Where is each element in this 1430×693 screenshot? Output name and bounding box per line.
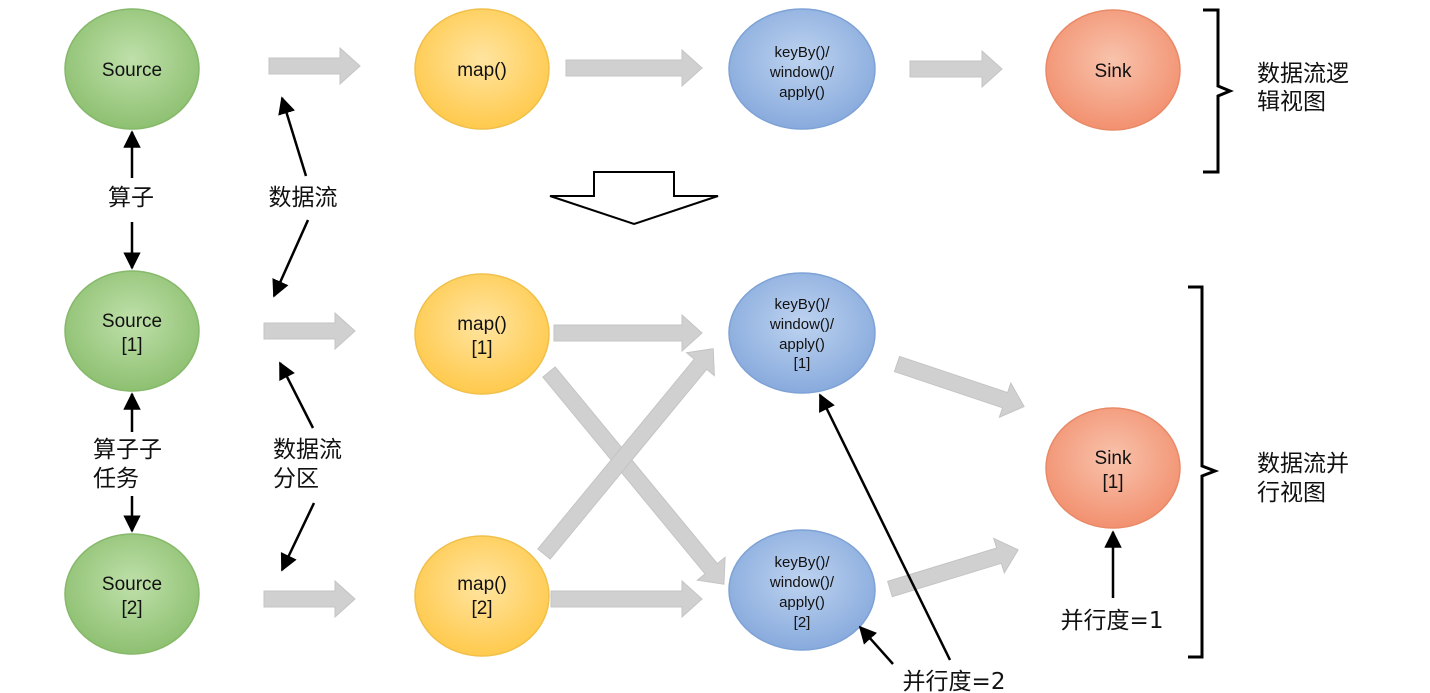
logical-keyby-line-3: apply() [779, 84, 825, 101]
flow-arrow-source1-map1 [263, 311, 356, 351]
keyby-1-node: keyBy()/ window()/ apply() [1] [728, 272, 876, 394]
source-2-node: Source [2] [64, 533, 200, 655]
partition-label-line-2: 分区 [273, 466, 319, 492]
map-2-index: [2] [471, 598, 492, 619]
keyby-1-line-2: window()/ [769, 316, 835, 333]
keyby-2-line-1: keyBy()/ [774, 554, 830, 571]
source-2-label: Source [102, 574, 162, 595]
partition-arrow-up [278, 361, 315, 429]
flow-arrow-map2-keyby2 [550, 579, 703, 619]
map-1-label: map() [457, 314, 507, 335]
parallel-view-bracket [1188, 285, 1220, 659]
source-2-index: [2] [121, 598, 142, 619]
map-2-node: map() [2] [414, 535, 550, 657]
source-1-label: Source [102, 311, 162, 332]
sink-1-label: Sink [1095, 448, 1132, 469]
parallelism-2-arrow-keyby1 [818, 393, 952, 661]
logical-keyby-line-2: window()/ [769, 64, 835, 81]
keyby-2-index: [2] [794, 614, 811, 631]
subtask-label-line-1: 算子子 [93, 437, 162, 463]
dataflow-label: 数据流 [269, 185, 338, 211]
logical-sink-node: Sink [1045, 9, 1181, 131]
sink-1-index: [1] [1102, 472, 1123, 493]
partition-label-line-1: 数据流 [273, 437, 342, 463]
keyby-1-line-1: keyBy()/ [774, 296, 830, 313]
flow-arrow-keyby1-sink [893, 355, 1025, 419]
logical-source-label: Source [102, 60, 162, 81]
map-1-node: map() [1] [414, 273, 550, 395]
flow-arrow-keyby-sink [909, 49, 1003, 89]
subtask-label-line-2: 任务 [93, 466, 139, 492]
keyby-2-node: keyBy()/ window()/ apply() [2] [728, 529, 876, 651]
partition-arrow-down [280, 502, 316, 572]
map-1-index: [1] [471, 338, 492, 359]
flow-arrow-map1-keyby1 [553, 313, 703, 353]
keyby-1-line-3: apply() [779, 336, 825, 353]
flow-arrow-map-keyby [565, 48, 703, 88]
source-1-node: Source [1] [64, 270, 200, 392]
flow-arrow-source-map [268, 46, 361, 86]
parallelism-2-label: 并行度=2 [903, 669, 1006, 693]
transform-down-arrow [549, 171, 719, 226]
flow-arrow-keyby2-sink [887, 537, 1019, 598]
operator-label: 算子 [108, 185, 154, 211]
keyby-1-index: [1] [794, 355, 811, 372]
logical-view-label-line-1: 数据流逻 [1257, 61, 1349, 87]
sink-1-node: Sink [1] [1045, 407, 1181, 529]
logical-view-bracket [1203, 8, 1234, 174]
logical-keyby-node: keyBy()/ window()/ apply() [728, 8, 876, 130]
flow-arrow-map2-keyby1 [537, 348, 715, 560]
logical-keyby-line-1: keyBy()/ [774, 44, 830, 61]
source-1-index: [1] [121, 335, 142, 356]
logical-source-node: Source [64, 8, 200, 130]
flow-arrow-source2-map2 [263, 579, 356, 619]
parallel-view-label-line-2: 行视图 [1257, 480, 1326, 506]
dataflow-arrow-down [272, 219, 310, 298]
parallelism-1-label: 并行度=1 [1061, 608, 1164, 634]
logical-view-label-line-2: 辑视图 [1257, 89, 1326, 115]
dataflow-arrow-up [278, 96, 308, 177]
parallelism-2-arrow-keyby2 [858, 625, 894, 665]
parallel-view-label-line-1: 数据流并 [1257, 451, 1349, 477]
map-2-label: map() [457, 574, 507, 595]
flow-arrow-map1-keyby2 [542, 366, 726, 585]
keyby-2-line-2: window()/ [769, 574, 835, 591]
keyby-2-line-3: apply() [779, 594, 825, 611]
logical-map-label: map() [457, 60, 507, 81]
logical-sink-label: Sink [1095, 61, 1132, 82]
logical-map-node: map() [414, 8, 550, 130]
